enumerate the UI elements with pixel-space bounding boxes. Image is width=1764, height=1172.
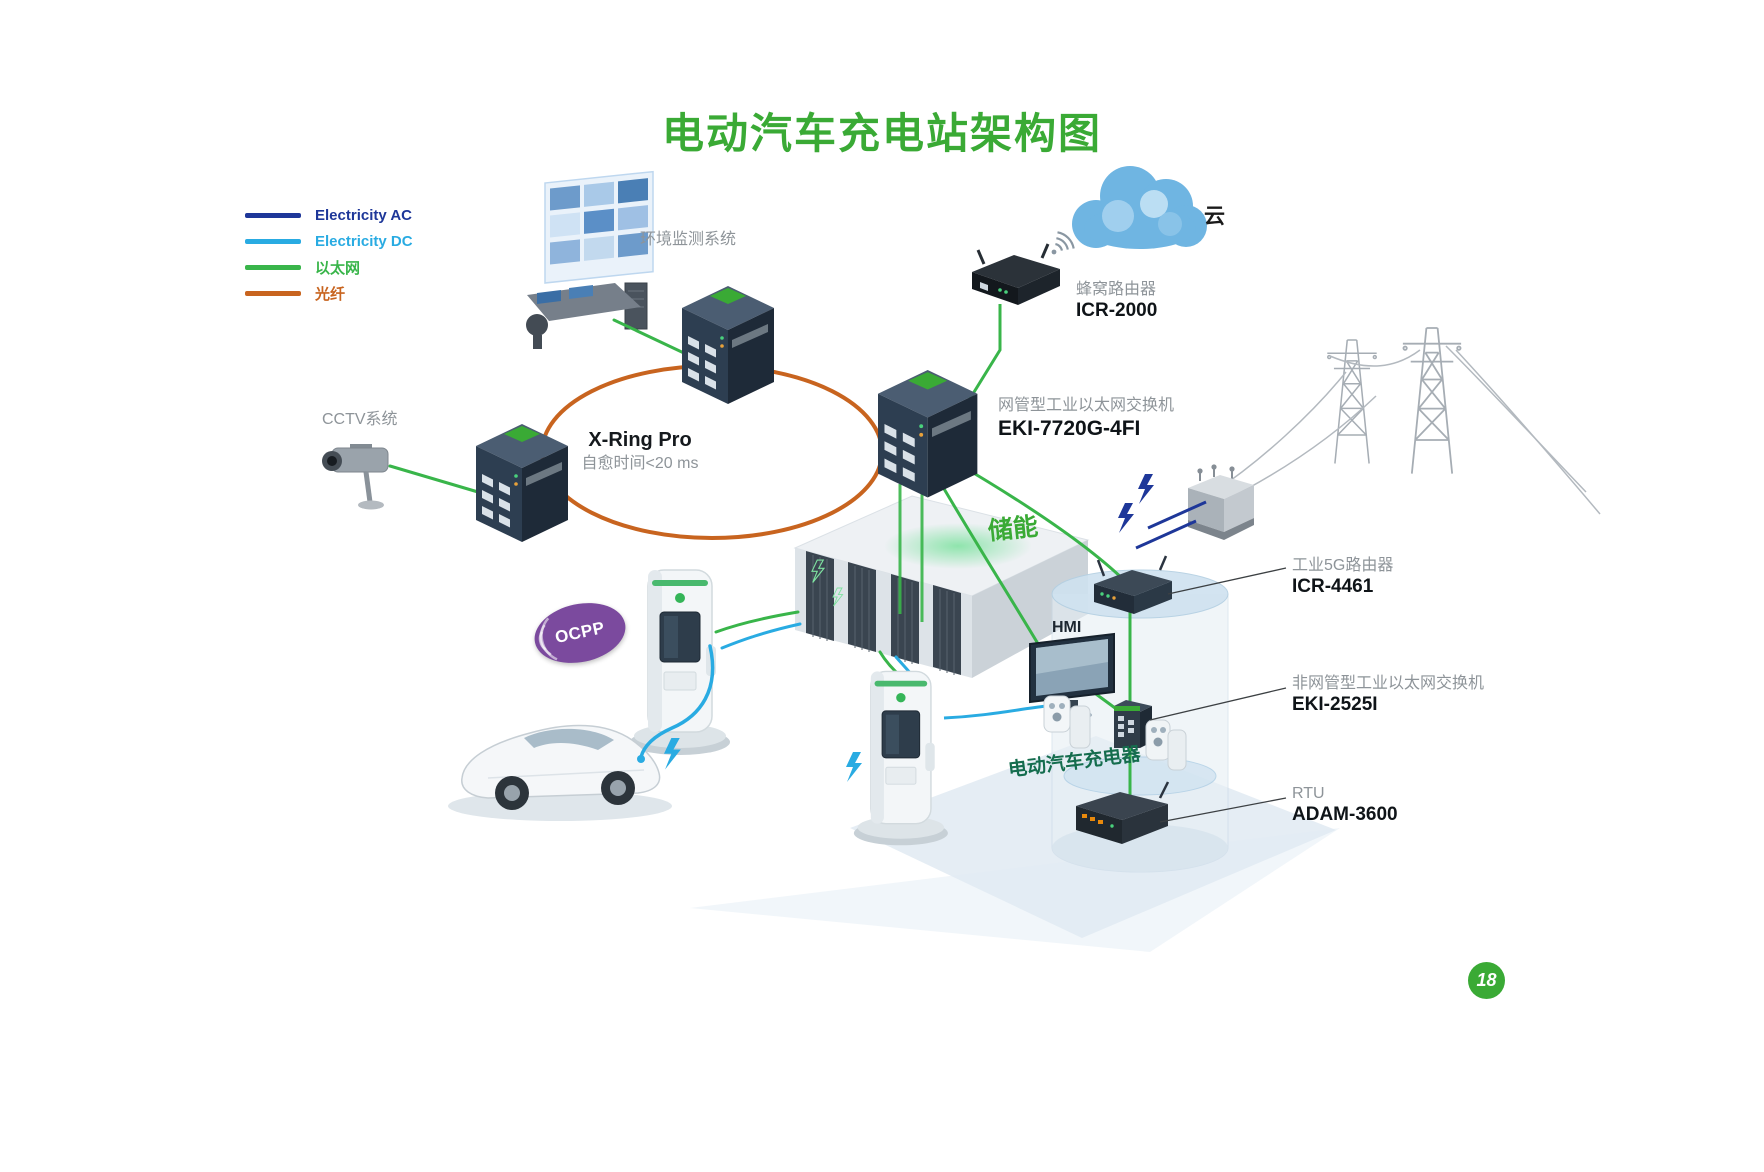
legend: Electricity AC Electricity DC 以太网 光纤 bbox=[245, 206, 413, 303]
icr-4461-device bbox=[1094, 555, 1172, 614]
managed-switch-device bbox=[878, 370, 978, 498]
ocpp-badge: OCPP bbox=[528, 595, 632, 671]
lightning-bolt-icon bbox=[1138, 474, 1154, 504]
wifi-icon bbox=[1051, 231, 1075, 255]
legend-label-fiber: 光纤 bbox=[315, 285, 346, 303]
legend-item-electricity-ac: Electricity AC bbox=[245, 206, 413, 224]
legend-item-ethernet: 以太网 bbox=[245, 258, 413, 277]
xring-subtitle: 自愈时间<20 ms bbox=[581, 455, 699, 472]
pointer-lines bbox=[1149, 567, 1287, 823]
managed-switch-model: EKI-7720G-4FI bbox=[998, 417, 1141, 440]
charging-connector-right bbox=[1145, 719, 1187, 771]
router5g-model: ICR-4461 bbox=[1292, 576, 1374, 597]
energy-storage-label: 储能 bbox=[986, 512, 1040, 546]
legend-line-ac bbox=[245, 212, 301, 218]
cellular-router-model: ICR-2000 bbox=[1076, 300, 1158, 321]
transformer-illustration bbox=[1188, 464, 1254, 540]
xring-title: X-Ring Pro bbox=[588, 429, 692, 451]
ethernet-wires-left bbox=[388, 318, 688, 494]
page-title: 电动汽车充电站架构图 bbox=[661, 110, 1102, 157]
dc-cable-car bbox=[637, 644, 715, 763]
ac-wires bbox=[1118, 474, 1207, 550]
ethernet-wires-right bbox=[938, 460, 1132, 798]
monitoring-workstation-illustration bbox=[526, 170, 654, 349]
charging-pile-1 bbox=[629, 569, 731, 756]
eki-2525i-device bbox=[1114, 700, 1152, 748]
managed-switch-name: 网管型工业以太网交换机 bbox=[998, 397, 1175, 414]
unmanaged-switch-model: EKI-2525I bbox=[1292, 694, 1378, 715]
legend-label-dc: Electricity DC bbox=[315, 232, 413, 250]
ocpp-stripes bbox=[538, 617, 558, 661]
legend-line-fiber bbox=[245, 290, 301, 296]
lightning-bolt-icon bbox=[846, 752, 862, 782]
legend-item-electricity-dc: Electricity DC bbox=[245, 232, 413, 250]
legend-line-dc bbox=[245, 238, 301, 244]
ring-switch-top bbox=[682, 286, 774, 404]
cellular-router-name: 蜂窝路由器 bbox=[1076, 281, 1157, 298]
unmanaged-switch-name: 非网管型工业以太网交换机 bbox=[1292, 675, 1485, 692]
energy-storage-building bbox=[793, 495, 1090, 678]
cctv-label: CCTV系统 bbox=[322, 411, 398, 428]
legend-line-ethernet bbox=[245, 264, 301, 270]
legend-label-ac: Electricity AC bbox=[315, 206, 412, 224]
cloud-label: 云 bbox=[1204, 205, 1225, 228]
rtu-model: ADAM-3600 bbox=[1292, 804, 1398, 825]
power-grid-illustration bbox=[1213, 327, 1601, 515]
env-monitoring-label: 环境监测系统 bbox=[640, 231, 737, 248]
page-number-badge: 18 bbox=[1468, 962, 1505, 999]
legend-item-fiber: 光纤 bbox=[245, 284, 413, 303]
adam-3600-device bbox=[1076, 781, 1170, 844]
cellular-router-device bbox=[972, 243, 1060, 305]
cloud-icon bbox=[1072, 166, 1207, 249]
ethernet-wires-building bbox=[898, 484, 924, 622]
legend-label-ethernet: 以太网 bbox=[315, 259, 361, 277]
lightning-bolt-icon bbox=[1118, 503, 1134, 533]
rtu-name: RTU bbox=[1292, 785, 1325, 802]
charging-connector-left bbox=[1043, 695, 1091, 749]
cctv-camera-icon bbox=[322, 444, 389, 510]
dc-wire-connector bbox=[943, 704, 1047, 720]
hmi-label: HMI bbox=[1052, 619, 1082, 636]
router5g-name: 工业5G路由器 bbox=[1292, 557, 1394, 574]
ev-car-illustration bbox=[448, 724, 672, 821]
page-number: 18 bbox=[1476, 970, 1497, 990]
